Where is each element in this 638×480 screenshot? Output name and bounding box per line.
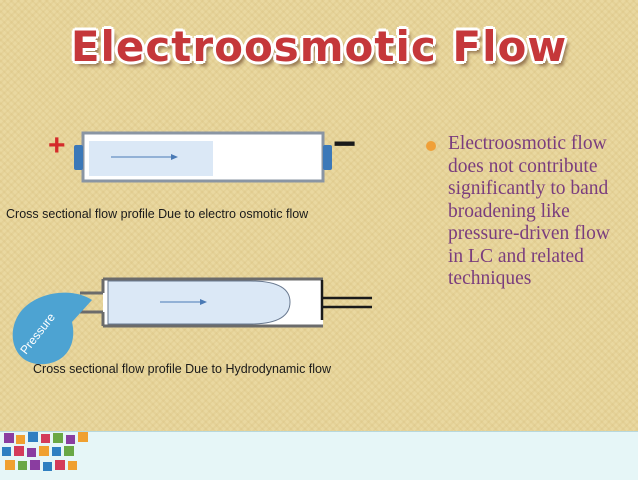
minus-sign: − [333, 122, 356, 166]
bullet-text: Electroosmotic flow does not contribute … [448, 133, 610, 289]
eof-tube [74, 131, 332, 183]
eof-plug-fluid [89, 141, 213, 176]
pattern-squares [2, 432, 88, 471]
hydro-tube [80, 277, 372, 328]
pressure-blob [12, 292, 92, 365]
eof-left-electrode [74, 145, 83, 170]
decorative-pattern [2, 432, 88, 471]
plus-sign: + [48, 129, 66, 162]
eof-flow-arrow-head [171, 154, 178, 160]
footer-band [0, 431, 638, 480]
bullet-dot-icon [426, 141, 436, 151]
hydro-flow-arrow-head [200, 299, 207, 305]
bullet-point: Electroosmotic flow does not contribute … [426, 133, 618, 291]
eof-right-electrode [323, 145, 332, 170]
slide-title: Electroosmotic Flow [70, 22, 568, 71]
eof-caption: Cross sectional flow profile Due to elec… [6, 207, 309, 221]
hydro-caption: Cross sectional flow profile Due to Hydr… [33, 362, 332, 376]
